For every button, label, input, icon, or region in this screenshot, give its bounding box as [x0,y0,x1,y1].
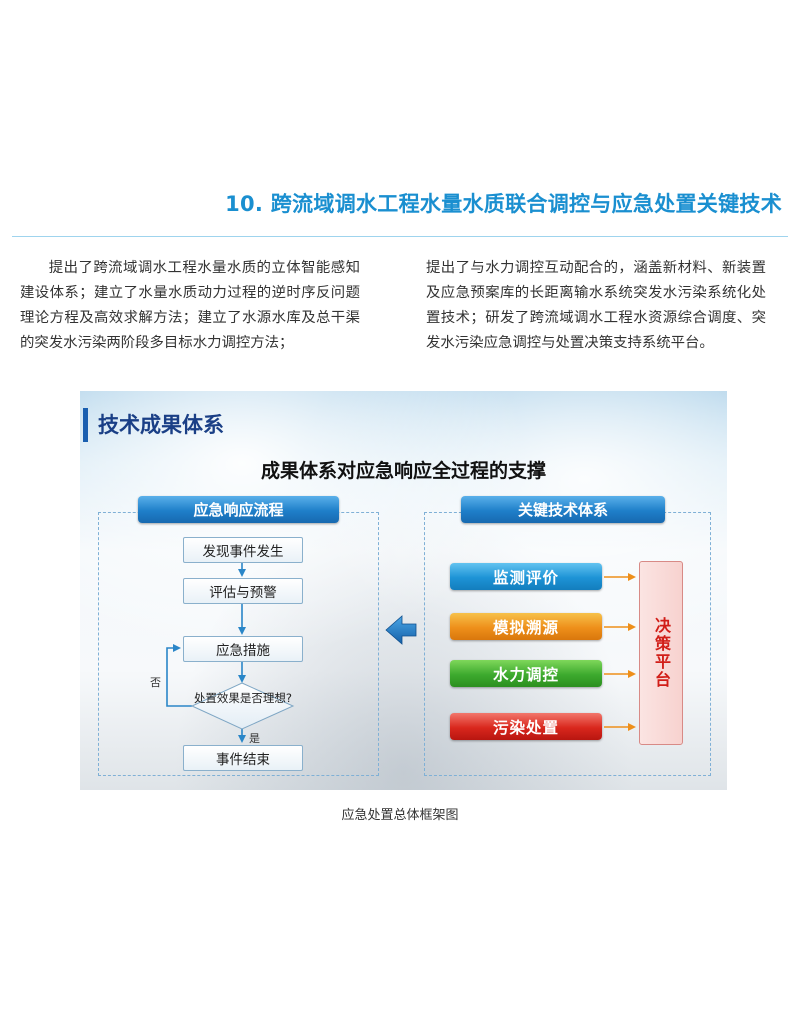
flow-arrow-no-loop [166,644,192,707]
decision-platform-label: 决策平台 [652,617,671,689]
no-label: 否 [150,676,161,689]
body-column-right: 提出了与水力调控互动配合的，涵盖新材料、新装置及应急预案库的长距离输水系统突发水… [426,256,766,356]
decision-text: 处置效果是否理想? [193,691,293,705]
flow-step-discover: 发现事件发生 [183,537,303,563]
decision-diamond [190,682,295,730]
figure-caption: 应急处置总体框架图 [341,808,459,823]
header-key-technology: 关键技术体系 [461,496,665,523]
flow-step-measures: 应急措施 [183,636,303,662]
body-column-left: 提出了跨流域调水工程水量水质的立体智能感知建设体系；建立了水量水质动力过程的逆时… [20,256,360,356]
tech-pollution: 污染处置 [450,713,602,740]
connector-layer [166,562,636,743]
framework-figure: 技术成果体系 成果体系对应急响应全过程的支撑 [80,391,727,790]
tech-monitoring: 监测评价 [450,563,602,590]
flow-step-assess: 评估与预警 [183,578,303,604]
tech-simulation: 模拟溯源 [450,613,602,640]
left-arrow-icon [385,615,417,645]
paragraph-right: 提出了与水力调控互动配合的，涵盖新材料、新装置及应急预案库的长距离输水系统突发水… [426,260,766,351]
tech-hydraulic: 水力调控 [450,660,602,687]
flow-step-end: 事件结束 [183,745,303,771]
section-title: 10. 跨流域调水工程水量水质联合调控与应急处置关键技术 [225,192,782,216]
decision-platform: 决策平台 [639,561,683,745]
header-emergency-process: 应急响应流程 [138,496,339,523]
yes-label: 是 [249,732,260,745]
figure-heading: 技术成果体系 [98,413,224,437]
figure-subtitle: 成果体系对应急响应全过程的支撑 [260,460,546,482]
paragraph-left: 提出了跨流域调水工程水量水质的立体智能感知建设体系；建立了水量水质动力过程的逆时… [20,260,360,351]
heading-accent-bar [83,408,88,442]
title-divider [12,236,788,237]
